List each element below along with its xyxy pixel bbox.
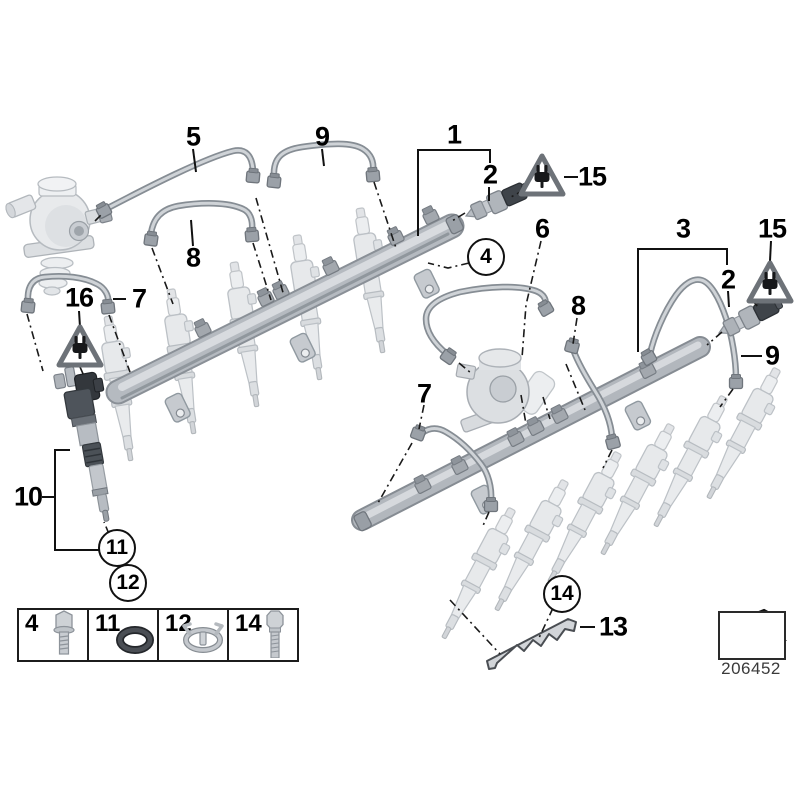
bracket-part-3 (637, 248, 728, 352)
callout-7[interactable]: 7 (131, 283, 147, 314)
pipe-6 (422, 283, 556, 366)
flange-bolt-icon (53, 610, 75, 655)
retaining-clip-icon (182, 622, 224, 653)
callout-1[interactable]: 1 (446, 119, 462, 150)
right-fuel-rail (351, 336, 711, 532)
bracket-part-1 (417, 149, 491, 236)
leader-lines-dashdot (26, 181, 759, 655)
callout-5[interactable]: 5 (185, 121, 201, 152)
pipe-7-right (409, 423, 499, 513)
callout-10[interactable]: 10 (13, 481, 43, 512)
callout-2b[interactable]: 2 (720, 264, 736, 295)
replace-part-symbol-box (718, 611, 786, 660)
callout-15[interactable]: 15 (577, 161, 607, 192)
high-pressure-pump-left (5, 176, 113, 296)
electrical-plug-warning-icon (749, 263, 791, 301)
pipe-7-left (20, 273, 116, 315)
callout-16[interactable]: 16 (64, 282, 94, 313)
bracket-part-10 (54, 449, 99, 551)
legend-number: 4 (25, 610, 39, 637)
electrical-plug-warning-icon (521, 156, 563, 194)
pipe-5 (93, 147, 261, 220)
callout-2[interactable]: 2 (482, 159, 498, 190)
callout-8b[interactable]: 8 (570, 290, 586, 321)
electrical-plug-warning-icon (59, 327, 101, 365)
o-ring-icon (116, 626, 154, 654)
legend-number: 14 (235, 610, 262, 637)
pipe-8-left (143, 200, 260, 248)
pressure-sensor-left (461, 178, 534, 226)
callout-13[interactable]: 13 (598, 611, 628, 642)
left-fuel-rail (105, 203, 465, 425)
pipes-left (20, 140, 381, 315)
fasteners-legend-table: 4 11 12 (17, 608, 299, 662)
legend-cell-14[interactable]: 14 (229, 610, 297, 660)
callout-9b[interactable]: 9 (764, 340, 780, 371)
hex-bolt-icon (266, 610, 284, 658)
high-pressure-pump-right (455, 348, 556, 433)
callout-7b[interactable]: 7 (416, 378, 432, 409)
callout-8[interactable]: 8 (185, 242, 201, 273)
callout-15b[interactable]: 15 (757, 213, 787, 244)
circled-callout-12[interactable]: 12 (109, 564, 147, 602)
pipe-8-right (563, 336, 622, 451)
legend-cell-11[interactable]: 11 (89, 610, 159, 660)
circled-callout-11[interactable]: 11 (98, 529, 136, 567)
legend-cell-12[interactable]: 12 (159, 610, 229, 660)
circled-callout-4[interactable]: 4 (467, 238, 505, 276)
callout-3[interactable]: 3 (675, 213, 691, 244)
circled-callout-14[interactable]: 14 (543, 575, 581, 613)
callout-9[interactable]: 9 (314, 121, 330, 152)
legend-cell-4[interactable]: 4 (19, 610, 89, 660)
callout-brackets (42, 148, 772, 628)
mounting-bracket-13 (486, 618, 577, 670)
legend-number: 11 (95, 610, 121, 637)
pipe-9-left (266, 140, 381, 189)
callout-6[interactable]: 6 (534, 213, 550, 244)
diagram-number: 206452 (721, 659, 781, 678)
